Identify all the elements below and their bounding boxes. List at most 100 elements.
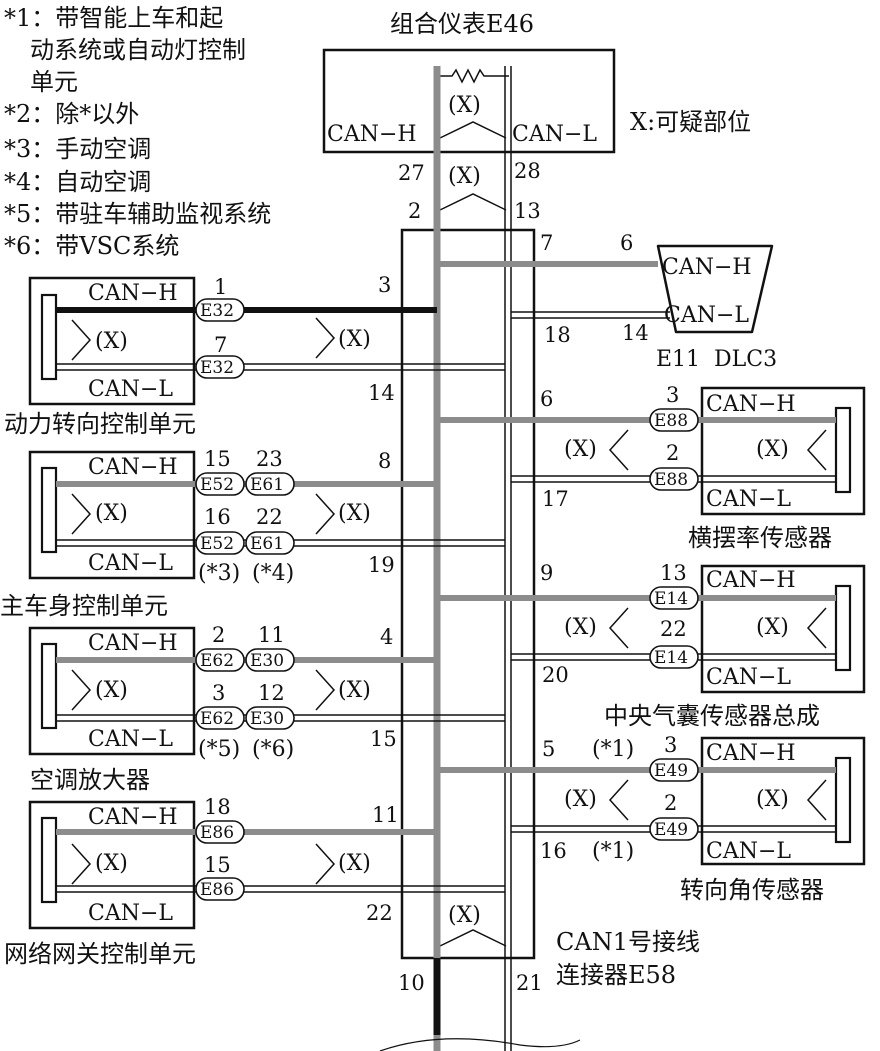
unit-can-l: CAN−L xyxy=(706,665,791,690)
unit-box xyxy=(28,450,196,580)
combo-meter-can-l: CAN−L xyxy=(512,122,597,147)
junction-pin-h: 3 xyxy=(378,273,391,297)
dlc-can-h: CAN−H xyxy=(662,255,752,280)
combo-meter-title: 组合仪表E46 xyxy=(390,10,534,38)
suspect-chevron-icon xyxy=(806,779,827,821)
connector-e62-l xyxy=(195,706,245,730)
transceiver-bar-icon xyxy=(40,816,58,904)
unit-pin-l: 22 xyxy=(660,617,687,641)
unit-can-l: CAN−L xyxy=(88,377,173,402)
note-line: *3：手动空调 xyxy=(4,135,151,163)
wire-suspect-mark: (X) xyxy=(564,787,597,812)
unit-box xyxy=(700,564,866,694)
unit-can-l: CAN−L xyxy=(88,727,173,752)
unit-pin-h: 2 xyxy=(212,623,225,647)
unit-name: 空调放大器 xyxy=(30,766,150,794)
note-line: 单元 xyxy=(30,68,78,96)
dlc-name: E11 DLC3 xyxy=(656,347,777,372)
connector-e88-l xyxy=(649,467,699,491)
suspect-legend: X:可疑部位 xyxy=(630,108,751,136)
unit-pin-h: 23 xyxy=(256,447,283,471)
junction-pin-h: 6 xyxy=(540,387,553,411)
connector-label: E62 xyxy=(200,651,234,671)
dlc-can-l: CAN−L xyxy=(664,303,749,328)
connector-label: E14 xyxy=(654,589,688,609)
unit-note: (*6) xyxy=(252,737,294,762)
unit-pin-l: 15 xyxy=(204,853,231,877)
connector-label: E62 xyxy=(200,709,234,729)
junction-pin-l: 18 xyxy=(544,323,571,347)
junction-suspect-mark: (X) xyxy=(448,903,481,928)
junction-connector-e58: 2 13 10 21 CAN1号接线 连接器E58 (X) xyxy=(398,199,700,995)
junction-pin-h: 11 xyxy=(372,803,399,827)
note-line: *2：除*以外 xyxy=(4,100,139,128)
connector-label: E52 xyxy=(200,534,234,554)
transceiver-bar-icon xyxy=(834,584,852,672)
unit-pin-h: 15 xyxy=(204,447,231,471)
unit-can-h: CAN−H xyxy=(706,741,796,766)
transceiver-bar-icon xyxy=(834,756,852,844)
unit-pin-l: 16 xyxy=(204,505,231,529)
unit-yaw-rate-sensor: CAN−H CAN−L (X) E88 E88 3 2 6 17 (X) 横摆率… xyxy=(437,383,866,552)
combo-meter-suspect-mark: (X) xyxy=(448,93,481,118)
unit-suspect-mark: (X) xyxy=(756,787,789,812)
unit-name: 横摆率传感器 xyxy=(688,524,832,552)
junction-pin-l: 19 xyxy=(368,553,395,577)
connector-e49-h xyxy=(649,758,699,782)
unit-can-h: CAN−H xyxy=(88,455,178,480)
unit-suspect-mark: (X) xyxy=(756,615,789,640)
unit-airbag-sensor: CAN−H CAN−L (X) E14 E14 13 22 9 20 (X) 中… xyxy=(437,561,866,730)
dlc-pin-h: 6 xyxy=(620,231,633,255)
connector-e62-h xyxy=(195,648,245,672)
combo-meter-can-h: CAN−H xyxy=(327,122,417,147)
suspect-chevron-icon xyxy=(315,669,336,711)
junction-pin-l: 16 xyxy=(540,839,567,863)
junction-pin-h: 5 xyxy=(542,737,555,761)
unit-name: 转向角传感器 xyxy=(680,876,824,904)
dlc3-connector: CAN−H CAN−L 7 18 6 14 E11 DLC3 xyxy=(437,231,777,372)
unit-power-steering: CAN−H CAN−L (X) E32 E32 1 7 3 14 (X) 动力转… xyxy=(4,273,505,438)
connector-label: E49 xyxy=(654,761,688,781)
unit-steering-angle-sensor: CAN−H CAN−L (X) E49 E49 3 2 5 16 (*1) (*… xyxy=(437,733,866,904)
note-line: *5：带驻车辅助监视系统 xyxy=(4,200,271,228)
unit-box xyxy=(28,276,196,406)
junction-pin-h: 7 xyxy=(540,231,553,255)
unit-pin-l: 2 xyxy=(664,791,677,815)
connector-label: E30 xyxy=(250,651,284,671)
unit-box xyxy=(700,736,866,866)
unit-pin-h: 1 xyxy=(214,275,227,299)
dlc3-trapezoid-icon xyxy=(656,244,774,334)
note-line: 动系统或自动灯控制 xyxy=(30,36,246,64)
unit-pin-h: 3 xyxy=(666,383,679,407)
combo-meter-box xyxy=(322,48,616,154)
connector-label: E52 xyxy=(200,475,234,495)
connector-label: E32 xyxy=(200,358,234,378)
connector-label: E14 xyxy=(654,648,688,668)
junction-pin-h: 9 xyxy=(540,561,553,585)
suspect-chevron-icon xyxy=(608,779,629,821)
connector-label: E88 xyxy=(654,470,688,490)
connector-label: E88 xyxy=(654,411,688,431)
connector-e14-l xyxy=(649,645,699,669)
suspect-chevron-icon xyxy=(315,843,336,885)
connector-e86-l xyxy=(195,877,245,901)
wire-break-mark xyxy=(379,1038,581,1051)
unit-pin-l: 22 xyxy=(256,505,283,529)
connector-e49-l xyxy=(649,817,699,841)
junction-pin-bottom-l: 21 xyxy=(516,971,543,995)
connector-label: E49 xyxy=(654,820,688,840)
connector-e61-l xyxy=(245,531,295,555)
wire-suspect-mark: (X) xyxy=(564,615,597,640)
connector-label: E32 xyxy=(200,301,234,321)
unit-suspect-mark: (X) xyxy=(95,501,128,526)
suspect-chevron-icon xyxy=(608,607,629,649)
suspect-chevron-icon xyxy=(71,843,92,885)
unit-ac-amplifier: CAN−H CAN−L (X) E62 E30 E62 E30 2 11 3 1… xyxy=(28,623,505,794)
unit-box xyxy=(28,626,196,756)
connector-e52-h xyxy=(195,472,245,496)
connector-label: E86 xyxy=(200,823,234,843)
suspect-chevron-icon xyxy=(71,669,92,711)
junction-pin-bottom-h: 10 xyxy=(398,971,425,995)
meter-link-suspect-mark: (X) xyxy=(448,164,481,189)
unit-suspect-mark: (X) xyxy=(95,851,128,876)
